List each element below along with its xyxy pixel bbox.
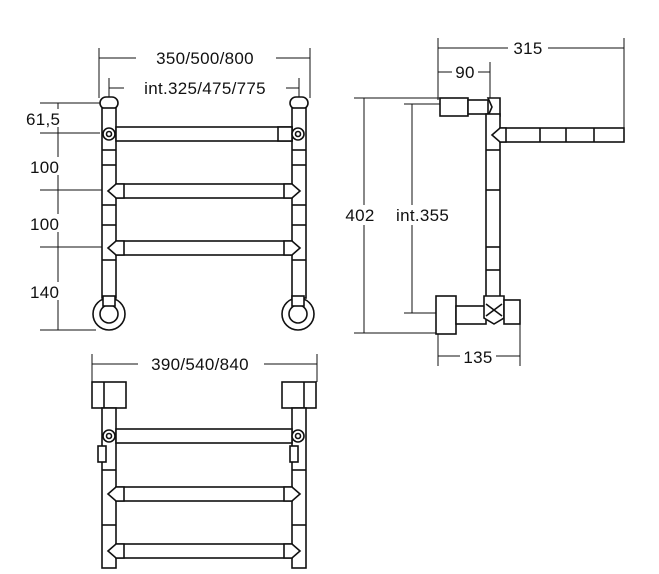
side-offset-label: 90 — [455, 63, 475, 82]
spacing-top-label: 61,5 — [26, 110, 60, 129]
top-overall-width-label: 390/540/840 — [151, 355, 249, 374]
side-height-label: 402 — [345, 206, 374, 225]
spacing-1-label: 100 — [30, 158, 59, 177]
side-internal-height-label: int.355 — [396, 206, 449, 225]
side-view: 315 90 402 int.355 135 — [342, 38, 625, 367]
top-view: 390/540/840 — [91, 354, 318, 569]
front-overall-width-label: 350/500/800 — [156, 49, 254, 68]
side-depth-label: 315 — [513, 39, 542, 58]
front-view: 350/500/800 int.325/475/775 61,5 100 100… — [26, 47, 315, 331]
spacing-2-label: 100 — [30, 215, 59, 234]
side-base-depth-label: 135 — [463, 348, 492, 367]
front-internal-width-label: int.325/475/775 — [144, 79, 266, 98]
spacing-3-label: 140 — [30, 283, 59, 302]
